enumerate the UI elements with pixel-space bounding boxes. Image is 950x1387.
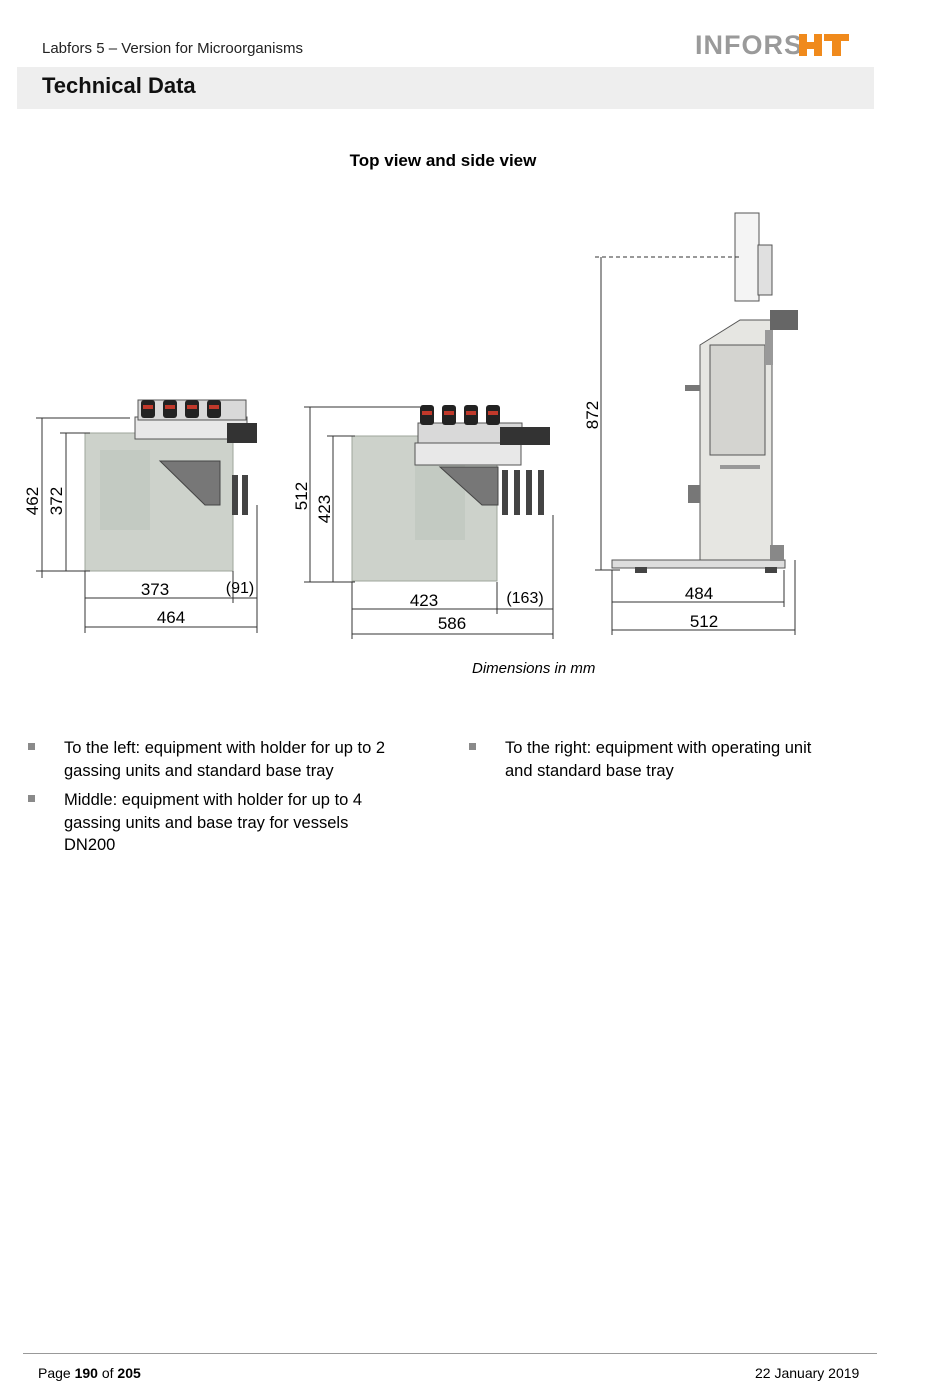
footer-rule xyxy=(23,1353,877,1354)
left-width-body: 373 xyxy=(141,580,169,599)
bullet-marker xyxy=(28,743,35,750)
bullet-line: DN200 xyxy=(64,836,116,854)
middle-height-body: 423 xyxy=(315,495,334,523)
figure-caption: Dimensions in mm xyxy=(472,660,596,677)
left-height-total: 462 xyxy=(23,487,42,515)
middle-width-body: 423 xyxy=(410,591,438,610)
bullet-line: To the left: equipment with holder for u… xyxy=(64,739,386,757)
middle-width-extra: (163) xyxy=(506,590,543,607)
bullet-item-left-view: To the left: equipment with holder for u… xyxy=(64,737,385,782)
right-height-total: 872 xyxy=(583,401,602,429)
middle-width-total: 586 xyxy=(438,614,466,633)
bullet-marker xyxy=(28,795,35,802)
left-width-total: 464 xyxy=(157,608,185,627)
footer-date: 22 January 2019 xyxy=(755,1365,860,1381)
bullet-item-right-view: To the right: equipment with operating u… xyxy=(505,737,811,782)
left-height-body: 372 xyxy=(47,487,66,515)
left-view: 462 372 373 (91) 464 xyxy=(23,399,258,633)
bullet-line: gassing units and standard base tray xyxy=(64,761,334,780)
middle-height-total: 512 xyxy=(292,482,311,510)
svg-text:INFORS: INFORS xyxy=(695,30,803,60)
bullet-line: Middle: equipment with holder for up to … xyxy=(64,791,363,809)
right-width-total: 512 xyxy=(690,612,718,631)
title-bar xyxy=(17,67,874,109)
bullet-line: To the right: equipment with operating u… xyxy=(505,739,812,757)
document-subtitle: Labfors 5 – Version for Microorganisms xyxy=(42,40,303,57)
infors-ht-logo: INFORS xyxy=(695,30,849,60)
right-width-body: 484 xyxy=(685,584,713,603)
page-number: Page 190 of 205 xyxy=(38,1365,141,1381)
figure-title: Top view and side view xyxy=(349,151,537,170)
left-width-extra: (91) xyxy=(226,580,254,597)
middle-view: 512 423 423 (163) 586 xyxy=(292,405,554,639)
bullet-line: and standard base tray xyxy=(505,761,674,780)
bullet-marker xyxy=(469,743,476,750)
page-title: Technical Data xyxy=(42,73,196,98)
technical-drawing: 462 372 373 (91) 464 xyxy=(23,212,798,639)
right-view: 872 484 512 xyxy=(583,212,798,635)
bullet-item-middle-view: Middle: equipment with holder for up to … xyxy=(64,789,362,857)
bullet-line: gassing units and base tray for vessels xyxy=(64,813,349,832)
